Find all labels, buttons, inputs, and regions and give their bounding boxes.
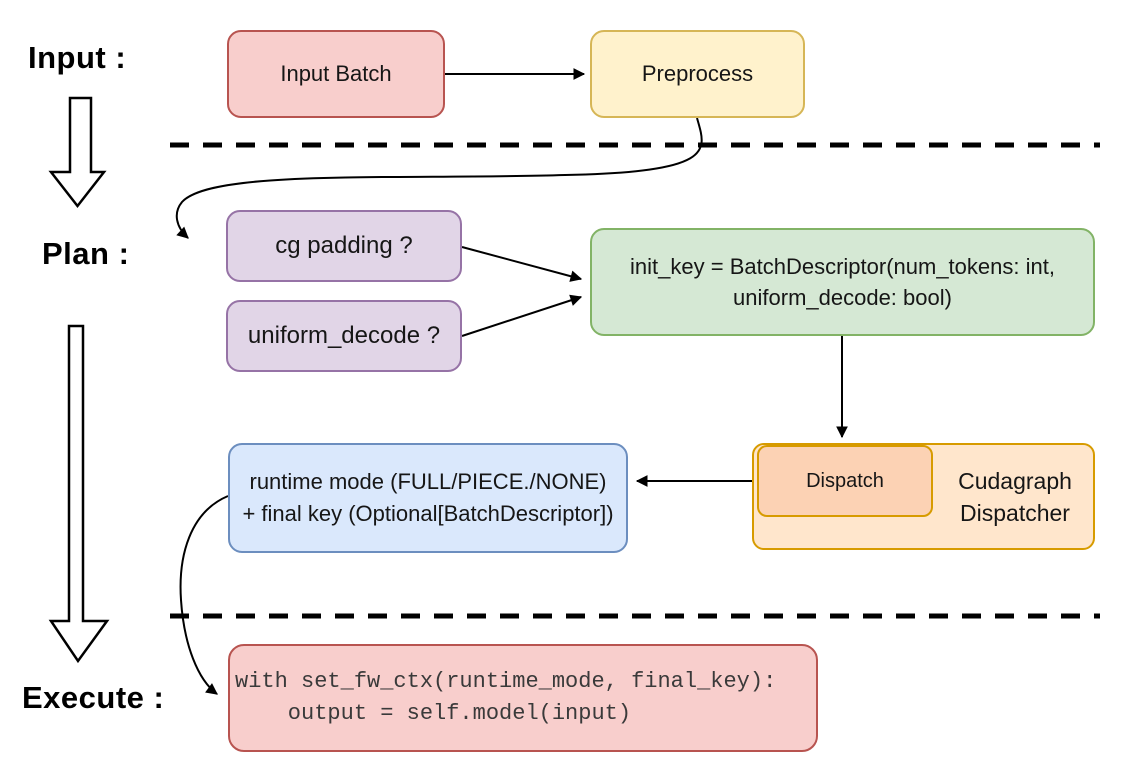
node-dispatch: Dispatch xyxy=(757,445,933,517)
node-preprocess: Preprocess xyxy=(590,30,805,118)
input-section-arrow-icon xyxy=(48,96,107,209)
arrow-runtime-mode-to-execute-code xyxy=(179,495,229,695)
section-label-input: Input : xyxy=(28,40,127,75)
plan-section-arrow-icon xyxy=(48,324,110,664)
node-execute-code: with set_fw_ctx(runtime_mode, final_key)… xyxy=(228,644,818,752)
node-uniform-decode: uniform_decode ? xyxy=(226,300,462,372)
section-label-plan: Plan : xyxy=(42,236,130,271)
arrow-uniform-decode-to-init-key xyxy=(461,294,583,337)
node-cg-padding: cg padding ? xyxy=(226,210,462,282)
section-label-execute: Execute : xyxy=(22,680,165,715)
cudagraph-dispatcher-label: Cudagraph Dispatcher xyxy=(958,467,1072,526)
node-runtime-mode-final-key: runtime mode (FULL/PIECE./NONE) + final … xyxy=(228,443,628,553)
arrow-cg-padding-to-init-key xyxy=(461,246,583,282)
arrow-preprocess-to-cg-padding xyxy=(175,117,703,239)
node-init-key: init_key = BatchDescriptor(num_tokens: i… xyxy=(590,228,1095,336)
node-input-batch: Input Batch xyxy=(227,30,445,118)
